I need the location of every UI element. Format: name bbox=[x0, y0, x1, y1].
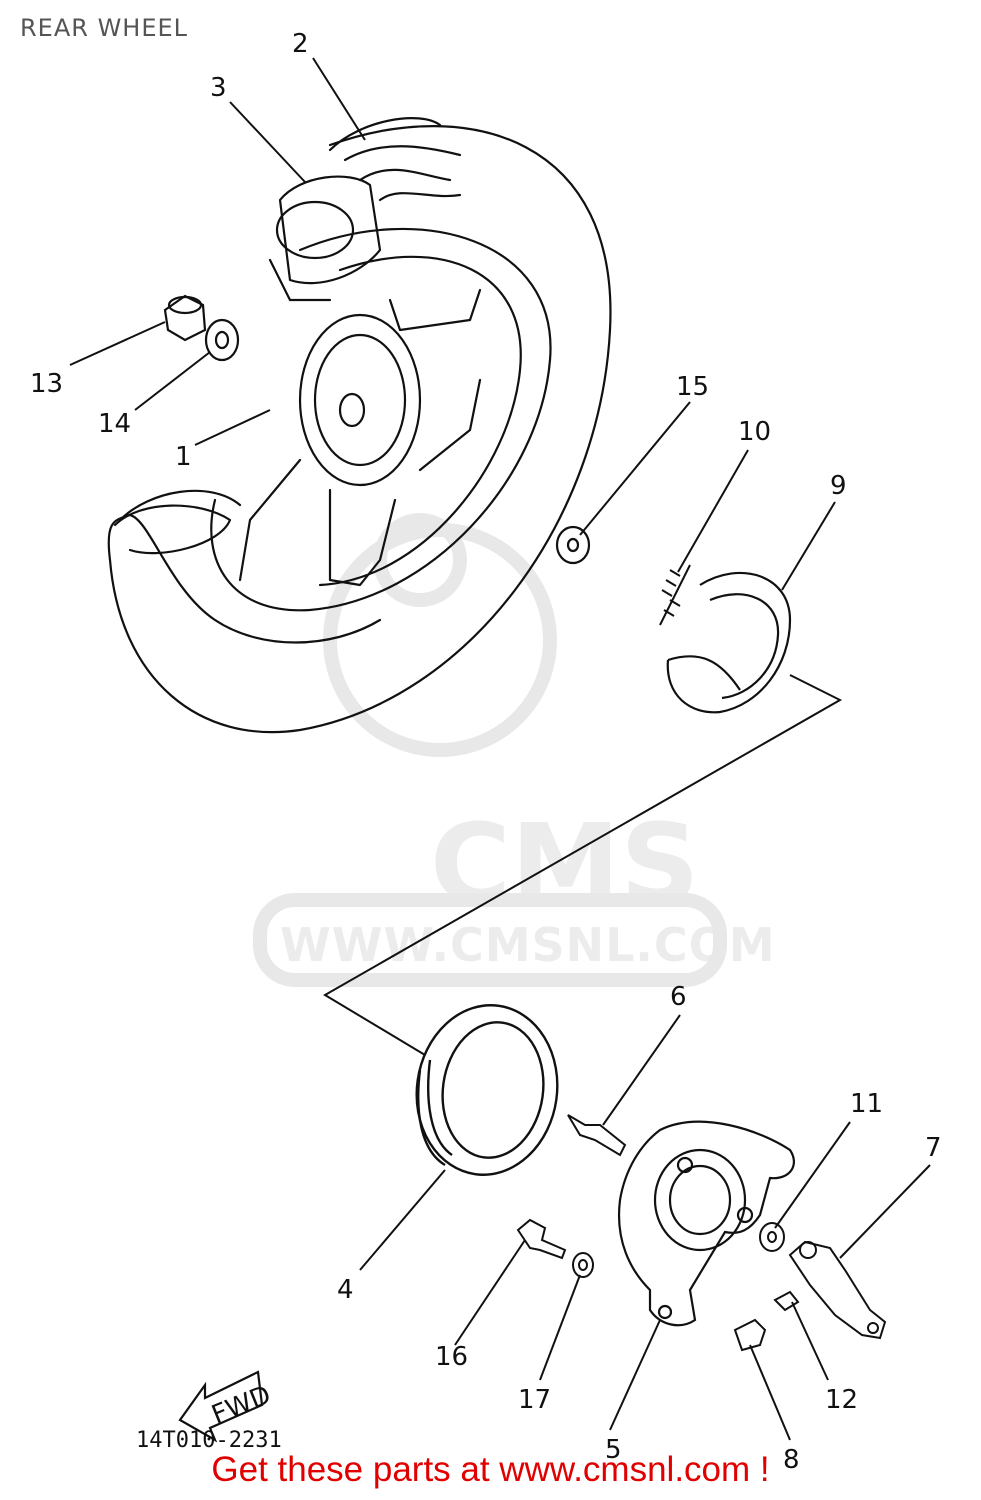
washer-15 bbox=[555, 525, 591, 565]
page-title: REAR WHEEL bbox=[20, 14, 189, 42]
spring-10 bbox=[659, 564, 691, 626]
wheel-rim bbox=[210, 227, 552, 612]
brake-plate-5 bbox=[618, 1120, 795, 1327]
inner-tube bbox=[278, 175, 382, 285]
callout-6: 6 bbox=[670, 982, 687, 1012]
callout-8: 8 bbox=[783, 1445, 800, 1475]
callout-3: 3 bbox=[210, 73, 227, 103]
callout-14: 14 bbox=[98, 409, 131, 439]
callout-15: 15 bbox=[676, 372, 709, 402]
fwd-label: FWD bbox=[208, 1380, 276, 1431]
camshaft-8 bbox=[733, 1318, 767, 1352]
tire-tread bbox=[328, 117, 462, 202]
callout-13: 13 bbox=[30, 369, 63, 399]
callout-9: 9 bbox=[830, 471, 847, 501]
callout-16: 16 bbox=[435, 1342, 468, 1372]
washer-11 bbox=[759, 1222, 785, 1252]
cam-lever-7 bbox=[788, 1240, 887, 1340]
collar-13 bbox=[163, 294, 207, 342]
wheel-hub bbox=[298, 313, 422, 487]
watermark-mascot bbox=[253, 513, 727, 987]
callout-2: 2 bbox=[292, 29, 309, 59]
valve-6 bbox=[567, 1114, 627, 1157]
callout-17: 17 bbox=[518, 1385, 551, 1415]
callout-10: 10 bbox=[738, 417, 771, 447]
diagram-code: 14T010-2231 bbox=[136, 1428, 282, 1453]
washer-14 bbox=[204, 318, 240, 362]
fwd-arrow-icon bbox=[178, 1370, 264, 1443]
callout-4: 4 bbox=[337, 1275, 354, 1305]
callout-7: 7 bbox=[925, 1133, 942, 1163]
brake-shoe-9 bbox=[666, 571, 792, 714]
watermark-url: WWW.CMSNL.COM bbox=[280, 918, 776, 972]
pin-12 bbox=[773, 1290, 800, 1312]
bolt-16 bbox=[516, 1218, 567, 1260]
assembly-bracket bbox=[323, 674, 843, 1056]
tire bbox=[107, 125, 612, 734]
callout-11: 11 bbox=[850, 1089, 883, 1119]
leader-lines bbox=[69, 57, 931, 1441]
oil-seal-4 bbox=[415, 1004, 559, 1176]
footer-link[interactable]: Get these parts at www.cmsnl.com ! bbox=[211, 1450, 770, 1489]
callout-1: 1 bbox=[175, 442, 192, 472]
callout-12: 12 bbox=[825, 1385, 858, 1415]
callout-5: 5 bbox=[605, 1435, 622, 1465]
washer-17 bbox=[572, 1252, 594, 1278]
